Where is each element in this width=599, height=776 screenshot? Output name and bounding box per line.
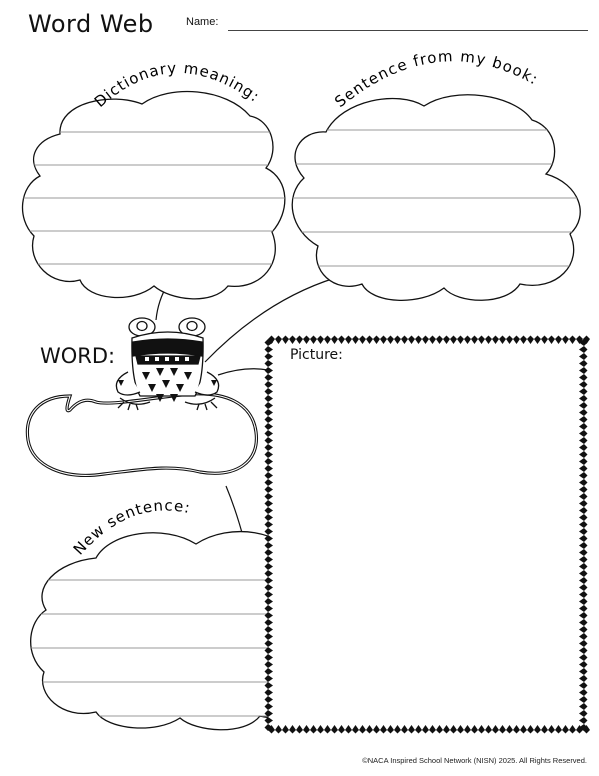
connector-picture: [217, 368, 269, 376]
page-title: Word Web: [28, 10, 154, 38]
copyright-notice: ©NACA Inspired School Network (NISN) 202…: [362, 756, 587, 765]
sentence-book-writing-lines: [292, 129, 581, 267]
dictionary-cloud[interactable]: [20, 90, 300, 300]
connector-sentence-book: [204, 277, 336, 363]
picture-frame[interactable]: [264, 335, 591, 734]
new-sentence-cloud[interactable]: [20, 531, 340, 731]
dictionary-writing-lines: [22, 131, 285, 265]
frog-icon: [115, 317, 220, 411]
name-input-line[interactable]: [228, 30, 588, 31]
zigzag-border: [264, 335, 590, 734]
name-label: Name:: [186, 16, 219, 28]
picture-label: Picture:: [290, 347, 343, 363]
word-label: WORD:: [40, 344, 116, 368]
word-lilypad[interactable]: [25, 392, 258, 477]
sentence-book-cloud[interactable]: [280, 94, 595, 301]
